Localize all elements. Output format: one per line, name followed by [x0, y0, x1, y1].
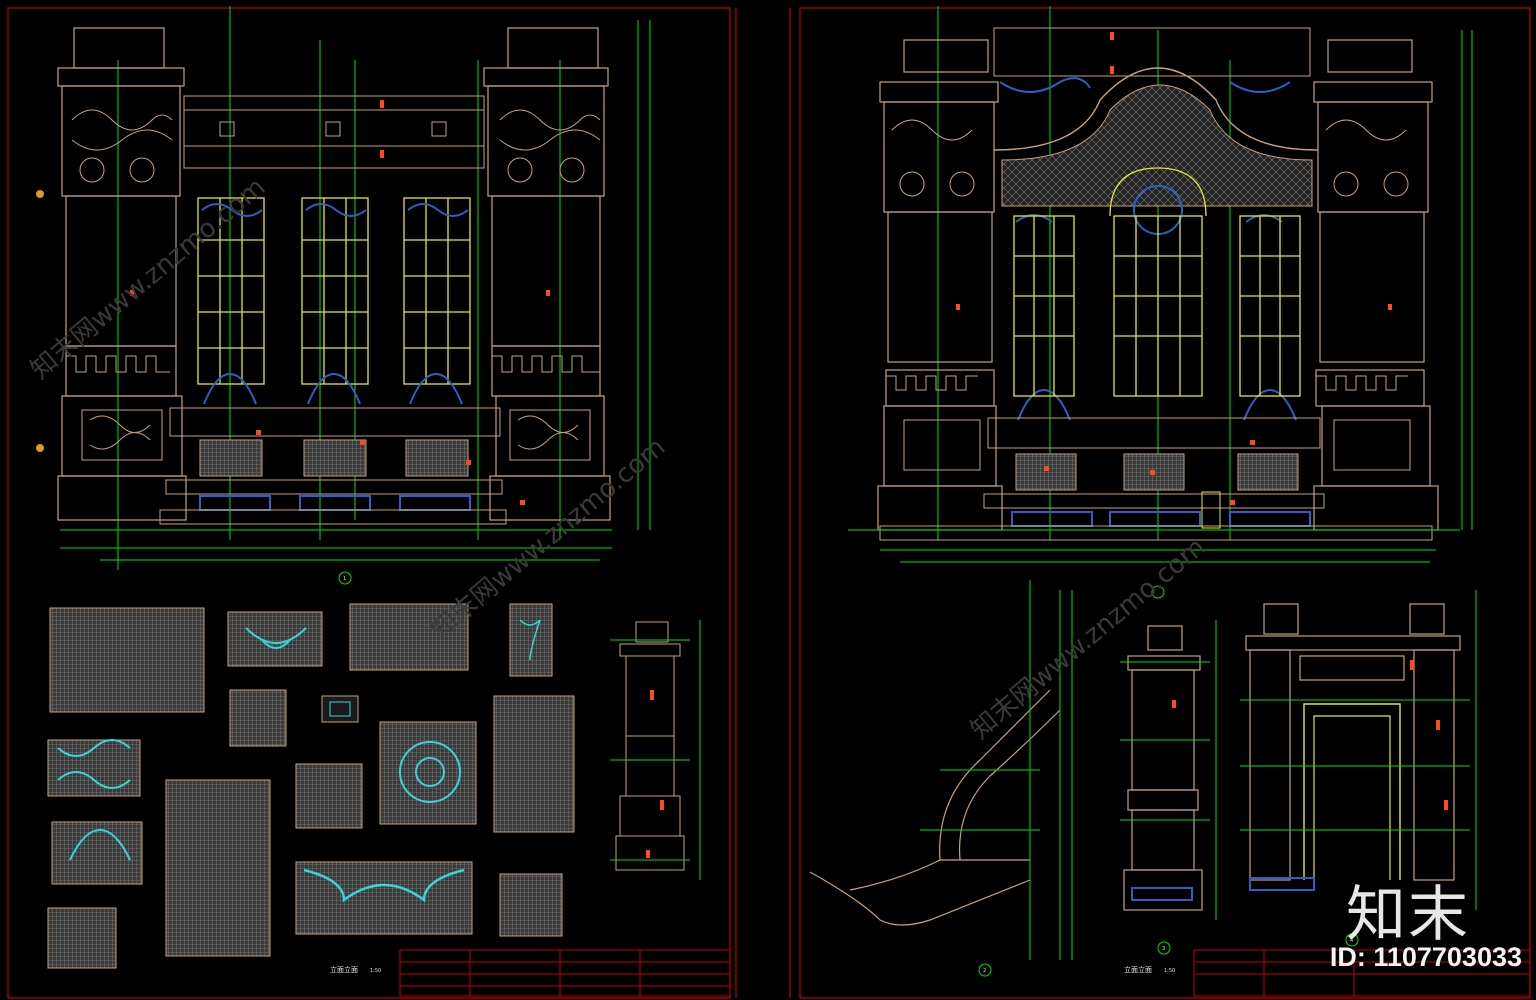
right-windows — [1013, 215, 1301, 397]
watermark-text-3: 知末网www.znzmo.com — [965, 532, 1211, 745]
left-sheet-frame — [7, 7, 737, 999]
detail-marker-2: 2 — [983, 968, 986, 974]
right-detail-sections — [809, 580, 1477, 977]
right-sheet-frame — [789, 7, 1531, 999]
left-elevation — [36, 6, 651, 585]
right-sheet-title: 立面立面 — [1124, 965, 1152, 974]
right-title-block — [1193, 949, 1531, 997]
right-sheet-scale: 1:50 — [1164, 968, 1175, 974]
right-elevation — [848, 6, 1473, 599]
id-label: ID: 1107703033 — [1329, 942, 1522, 972]
watermark-text-1: 知末网www.znzmo.com — [25, 172, 271, 385]
brand-logo: 知末 — [1346, 880, 1470, 950]
detail-marker-1: 1 — [343, 576, 346, 582]
left-title-block — [399, 949, 731, 997]
left-sheet-title: 立面立面 — [330, 965, 358, 974]
left-windows — [197, 197, 471, 385]
left-sheet-scale: 1:50 — [370, 968, 381, 974]
detail-marker-4: 4 — [1350, 938, 1353, 944]
detail-marker-3: 3 — [1162, 946, 1165, 952]
left-detail-panels — [47, 603, 701, 969]
